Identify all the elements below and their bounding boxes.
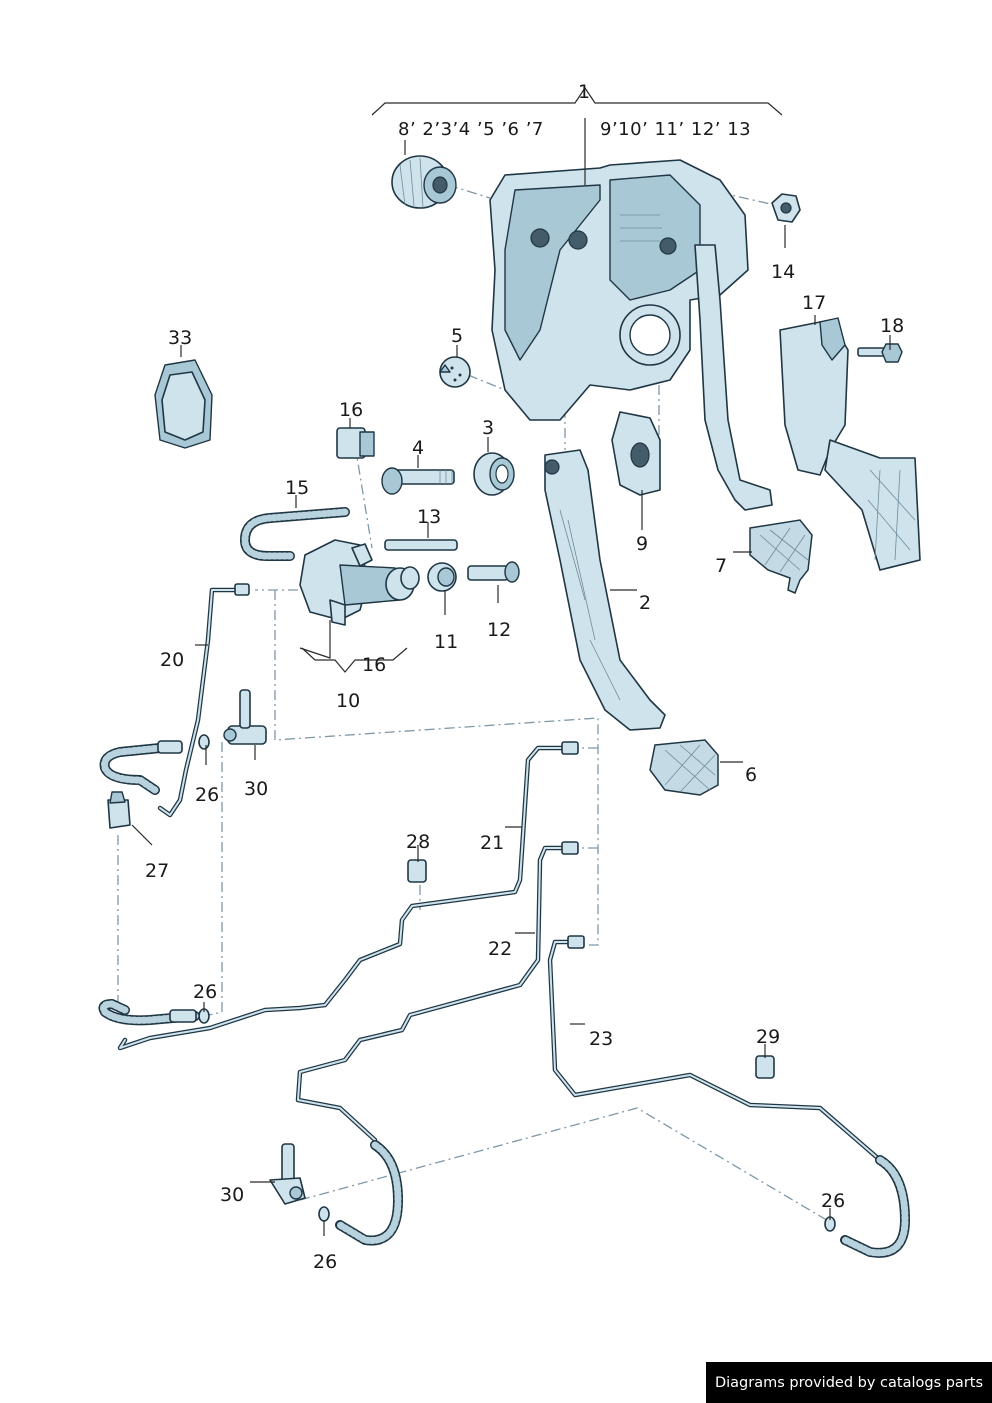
pipe-part-21 [117, 741, 579, 1051]
seal-part-11 [427, 562, 457, 592]
label-26d: 26 [821, 1190, 845, 1212]
pedal-pad-part-7 [749, 519, 813, 594]
clip-part-27 [107, 791, 131, 829]
accelerator-module-part-17 [779, 317, 921, 571]
pipe-part-20 [157, 583, 250, 818]
pedal-pad-part-6 [649, 739, 719, 796]
pipe-part-23 [547, 935, 883, 1163]
label-21: 21 [480, 832, 504, 854]
group-bracket [371, 86, 783, 185]
t-fitting-part-30-lower [269, 1143, 306, 1205]
label-26a: 26 [195, 784, 219, 806]
cover-part-33 [154, 359, 213, 449]
part-labels: 1 2 3 4 5 6 7 9 10 11 12 13 14 15 16 16 … [145, 81, 904, 1273]
hose-upper-left [99, 740, 183, 795]
bolt-part-4 [381, 467, 455, 495]
label-15: 15 [285, 477, 309, 499]
bushing-part [391, 155, 457, 209]
bushing-part-3 [473, 452, 515, 496]
label-30b: 30 [220, 1184, 244, 1206]
label-11: 11 [434, 631, 458, 653]
label-22: 22 [488, 938, 512, 960]
label-29: 29 [756, 1026, 780, 1048]
label-17: 17 [802, 292, 826, 314]
label-5: 5 [451, 325, 463, 347]
label-2: 2 [639, 592, 651, 614]
hose-lower-left [98, 999, 200, 1026]
hose-lower-center [335, 1140, 403, 1246]
bracket-part-9 [611, 411, 661, 496]
master-cylinder-part-10 [299, 539, 415, 626]
label-28: 28 [406, 831, 430, 853]
label-27: 27 [145, 860, 169, 882]
pedal-bracket [489, 159, 749, 421]
label-26c: 26 [313, 1251, 337, 1273]
o-rings [198, 734, 836, 1232]
label-12: 12 [487, 619, 511, 641]
ring-part-10b [400, 566, 420, 590]
hose-part-15 [240, 507, 350, 561]
label-33: 33 [168, 327, 192, 349]
label-30a: 30 [244, 778, 268, 800]
label-7: 7 [715, 555, 727, 577]
label-23: 23 [589, 1028, 613, 1050]
clutch-pedal-part-2 [544, 449, 666, 731]
brake-pedal-arm [694, 244, 773, 511]
nut-part-14 [771, 193, 801, 223]
pushrod-part-13 [384, 539, 458, 551]
screw-part-18 [857, 343, 903, 363]
hose-lower-right [840, 1155, 910, 1258]
buffer-part-5 [439, 356, 471, 388]
label-3: 3 [482, 417, 494, 439]
label-26b: 26 [193, 981, 217, 1003]
pipe-part-22 [295, 841, 579, 1143]
label-16a: 16 [339, 399, 363, 421]
clip-part-16 [336, 427, 375, 459]
label-20: 20 [160, 649, 184, 671]
callout-leaders [131, 225, 891, 1236]
label-10: 10 [336, 690, 360, 712]
label-18: 18 [880, 315, 904, 337]
label-4: 4 [412, 437, 424, 459]
label-1: 1 [578, 81, 590, 103]
clip-part-28 [407, 859, 427, 883]
group-label-left: 8’ 2’3’4 ’5 ’6 ’7 [398, 119, 544, 140]
label-13: 13 [417, 506, 441, 528]
t-fitting-part-30-upper [223, 689, 267, 745]
label-6: 6 [745, 764, 757, 786]
valve-part-12 [467, 561, 520, 583]
label-9: 9 [636, 533, 648, 555]
label-14: 14 [771, 261, 795, 283]
clip-part-29 [755, 1055, 775, 1079]
watermark-banner: Diagrams provided by catalogs parts [706, 1362, 992, 1403]
group-label-right: 9’10’ 11’ 12’ 13 [600, 119, 751, 140]
label-16b: 16 [362, 654, 386, 676]
